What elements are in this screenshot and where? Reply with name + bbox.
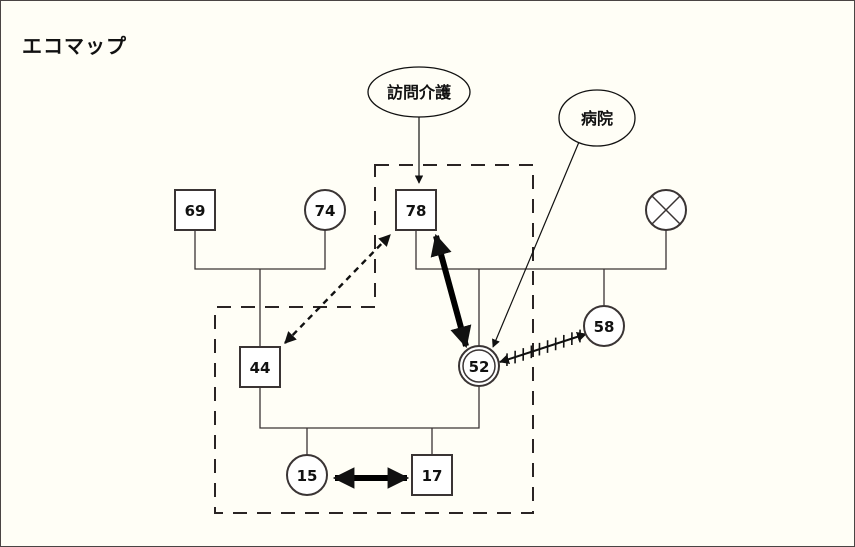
family-lines <box>194 230 667 455</box>
person-15-female[interactable]: 15 <box>286 454 328 496</box>
conflict-line-52-58 <box>499 329 587 367</box>
person-74-female[interactable]: 74 <box>304 189 346 231</box>
person-78-male[interactable]: 78 <box>395 189 437 231</box>
person-age: 52 <box>469 358 490 376</box>
person-52-female-identified[interactable]: 52 <box>458 345 500 387</box>
person-age: 74 <box>315 202 336 220</box>
person-44-male[interactable]: 44 <box>239 346 281 388</box>
person-age: 44 <box>250 359 271 377</box>
person-17-male[interactable]: 17 <box>411 454 453 496</box>
marriage-line-44-52 <box>259 387 480 429</box>
person-age: 15 <box>297 467 318 485</box>
person-58-female[interactable]: 58 <box>583 305 625 347</box>
household-boundary <box>214 164 534 514</box>
person-age: 78 <box>406 202 427 220</box>
diagram-title: エコマップ <box>22 34 127 58</box>
resource-label: 訪問介護 <box>387 83 452 102</box>
marriage-line-69-74 <box>194 230 326 270</box>
person-deceased-female[interactable] <box>645 189 687 231</box>
weak-line-44-78 <box>284 234 391 344</box>
support-line-hospital-52 <box>492 141 580 348</box>
person-69-male[interactable]: 69 <box>174 189 216 231</box>
resource-label: 病院 <box>581 109 613 128</box>
resource-visiting-nursing[interactable]: 訪問介護 <box>367 66 471 118</box>
marriage-line-78-deceased <box>415 230 667 270</box>
resource-hospital[interactable]: 病院 <box>558 89 636 147</box>
person-age: 58 <box>594 318 615 336</box>
person-age: 69 <box>185 202 206 220</box>
person-age: 17 <box>422 467 443 485</box>
strong-line-78-52 <box>430 233 472 349</box>
